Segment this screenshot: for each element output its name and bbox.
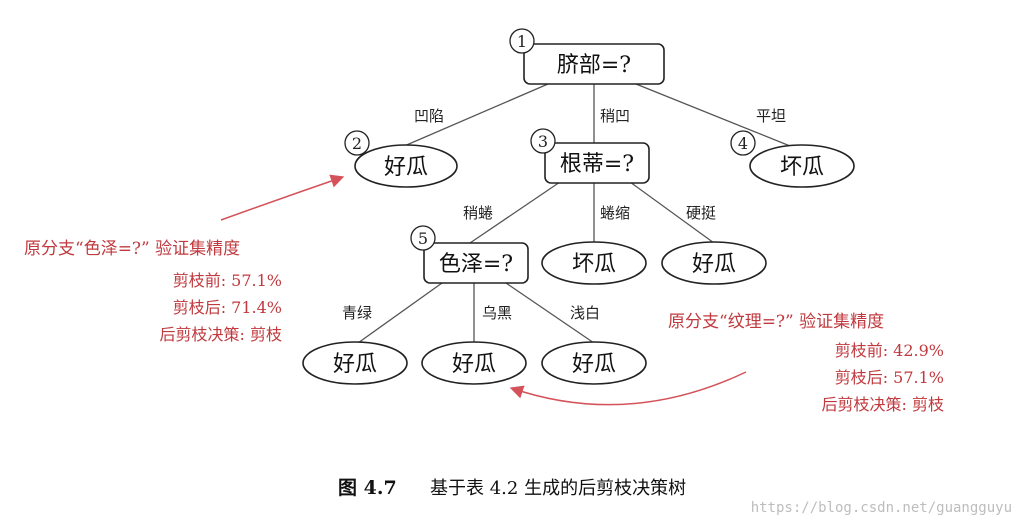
tree-node-7: 好瓜 <box>661 241 767 285</box>
note-after-pruning: 剪枝后: 57.1% <box>835 368 944 387</box>
decision-box <box>523 43 665 85</box>
node-number: 1 <box>517 32 527 51</box>
node-label: 好瓜 <box>692 252 736 277</box>
edge-n1-n4 <box>635 83 801 151</box>
node-number: 4 <box>738 134 748 153</box>
node-number-badge <box>344 130 370 156</box>
node-label: 根蒂=? <box>560 152 634 177</box>
leaf-ellipse <box>661 241 767 285</box>
tree-node-4: 坏瓜 4 <box>730 130 855 188</box>
node-label: 好瓜 <box>572 352 616 377</box>
node-label: 坏瓜 <box>572 252 616 277</box>
edge-label-n3-n7: 硬挺 <box>686 204 716 222</box>
edge-label-n3-n6: 蜷缩 <box>600 204 630 222</box>
node-number: 3 <box>538 132 548 151</box>
edge-n5-n10 <box>505 282 595 344</box>
leaf-ellipse <box>354 144 458 188</box>
tree-node-2: 好瓜 2 <box>344 130 458 188</box>
note-after-pruning: 剪枝后: 71.4% <box>173 298 282 317</box>
left-pruning-note: 原分支“色泽=?” 验证集精度 剪枝前: 57.1% 剪枝后: 71.4% 后剪… <box>24 239 282 344</box>
node-number-badge <box>730 130 756 156</box>
node-label: 好瓜 <box>384 155 428 180</box>
leaf-ellipse <box>541 341 647 385</box>
leaf-ellipse <box>749 144 855 188</box>
tree-node-10: 好瓜 <box>541 341 647 385</box>
tree-node-3: 根蒂=? 3 <box>530 128 650 184</box>
edge-n1-n2 <box>394 83 549 151</box>
node-number-badge <box>410 225 436 251</box>
edge-label-n1-n3: 稍凹 <box>600 107 630 125</box>
watermark-text: https://blog.csdn.net/guangguyu <box>751 500 1012 516</box>
node-label: 色泽=? <box>439 252 513 277</box>
node-label: 好瓜 <box>452 352 496 377</box>
tree-node-8: 好瓜 <box>302 341 408 385</box>
node-number: 5 <box>418 229 428 248</box>
figure-caption: 图 4.7 基于表 4.2 生成的后剪枝决策树 <box>338 477 686 499</box>
tree-node-6: 坏瓜 <box>541 241 647 285</box>
right-pruning-note: 原分支“纹理=?” 验证集精度 剪枝前: 42.9% 剪枝后: 57.1% 后剪… <box>668 312 944 414</box>
decision-box <box>544 142 650 184</box>
edge-label-n5-n10: 浅白 <box>570 304 600 322</box>
edge-n3-n7 <box>629 181 715 244</box>
node-number-badge <box>509 28 535 54</box>
right-annotation-arrow <box>509 371 747 406</box>
caption-text: 基于表 4.2 生成的后剪枝决策树 <box>430 478 686 499</box>
note-decision: 后剪枝决策: 剪枝 <box>822 395 944 414</box>
edge-labels: 凹陷 稍凹 平坦 稍蜷 蜷缩 硬挺 青绿 乌黑 浅白 <box>342 107 786 322</box>
left-annotation-arrow <box>220 174 345 221</box>
edge-label-n1-n4: 平坦 <box>756 107 786 125</box>
edge-n5-n8 <box>357 282 443 344</box>
leaf-ellipse <box>302 341 408 385</box>
tree-edges <box>357 83 801 344</box>
edge-label-n3-n5: 稍蜷 <box>463 204 493 222</box>
node-label: 好瓜 <box>333 352 377 377</box>
caption-label: 图 4.7 <box>338 477 397 499</box>
node-label: 脐部=? <box>557 53 631 78</box>
note-before-pruning: 剪枝前: 42.9% <box>835 341 944 360</box>
edge-label-n1-n2: 凹陷 <box>414 107 444 125</box>
node-number: 2 <box>352 134 362 153</box>
note-before-pruning: 剪枝前: 57.1% <box>173 271 282 290</box>
edge-label-n5-n8: 青绿 <box>342 304 372 322</box>
tree-node-9: 好瓜 <box>421 341 527 385</box>
node-number-badge <box>530 128 556 154</box>
tree-node-1: 脐部=? 1 <box>509 28 665 85</box>
leaf-ellipse <box>541 241 647 285</box>
tree-node-5: 色泽=? 5 <box>410 225 529 284</box>
node-label: 坏瓜 <box>780 155 824 180</box>
note-title: 原分支“纹理=?” 验证集精度 <box>668 312 884 332</box>
leaf-ellipse <box>421 341 527 385</box>
edge-n3-n5 <box>469 181 561 244</box>
edge-label-n5-n9: 乌黑 <box>482 304 512 322</box>
note-title: 原分支“色泽=?” 验证集精度 <box>24 239 240 259</box>
note-decision: 后剪枝决策: 剪枝 <box>160 325 282 344</box>
decision-box <box>423 242 529 284</box>
